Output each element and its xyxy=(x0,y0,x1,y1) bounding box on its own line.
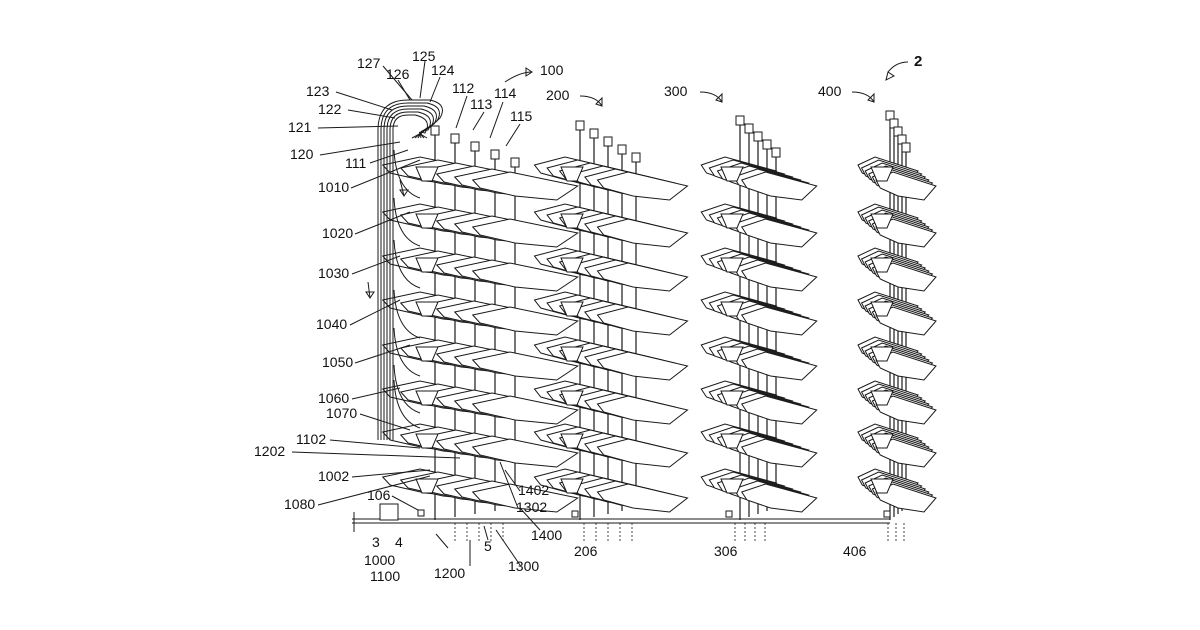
tray-sheet xyxy=(742,439,817,467)
label-1020: 1020 xyxy=(322,225,353,241)
post-cap xyxy=(745,124,753,133)
label-1000: 1000 xyxy=(364,552,395,568)
label-112: 112 xyxy=(452,80,475,96)
post-cap xyxy=(511,158,519,167)
label-120: 120 xyxy=(290,146,314,162)
base-marker xyxy=(572,511,578,517)
leader-line xyxy=(420,61,425,98)
tray-sheet xyxy=(742,219,817,247)
post-cap xyxy=(590,129,598,138)
leader-line xyxy=(320,142,400,155)
tray-sheet xyxy=(742,352,817,380)
tray-sheet xyxy=(598,439,688,467)
label-1040: 1040 xyxy=(316,316,347,332)
label-1010: 1010 xyxy=(318,179,349,195)
arrowhead xyxy=(886,72,894,80)
label-1030: 1030 xyxy=(318,265,349,281)
label-123: 123 xyxy=(306,83,330,99)
label-1300: 1300 xyxy=(508,558,539,574)
leader-line xyxy=(456,96,467,128)
label-115: 115 xyxy=(510,108,533,124)
post-cap xyxy=(604,137,612,146)
label-406: 406 xyxy=(843,543,867,559)
tray-sheet xyxy=(742,263,817,291)
base-marker xyxy=(418,510,424,516)
label-4: 4 xyxy=(395,534,403,550)
tray-sheet xyxy=(598,484,688,512)
label-5: 5 xyxy=(484,538,492,554)
label-tower-400: 400 xyxy=(818,83,842,99)
tray-sheet xyxy=(598,307,688,335)
leader-line xyxy=(336,92,392,110)
label-tower-100: 100 xyxy=(540,62,564,78)
leader-line xyxy=(318,126,398,128)
tray-sheet xyxy=(598,352,688,380)
post-cap xyxy=(736,116,744,125)
post-cap xyxy=(431,126,439,135)
tray-sheet xyxy=(742,172,817,200)
arrowhead xyxy=(400,190,408,196)
label-1002: 1002 xyxy=(318,468,349,484)
post-cap xyxy=(618,145,626,154)
label-127: 127 xyxy=(357,55,381,71)
label-tower-300: 300 xyxy=(664,83,688,99)
label-1100: 1100 xyxy=(370,568,400,584)
leader-line xyxy=(506,124,520,146)
post-cap xyxy=(902,143,910,152)
label-1050: 1050 xyxy=(322,354,353,370)
post-cap xyxy=(471,142,479,151)
label-306: 306 xyxy=(714,543,738,559)
label-1302: 1302 xyxy=(516,499,547,515)
label-1060: 1060 xyxy=(318,390,349,406)
label-113: 113 xyxy=(470,96,493,112)
leader-line xyxy=(430,77,440,102)
label-126: 126 xyxy=(386,66,410,82)
post-cap xyxy=(763,140,771,149)
tray-sheet xyxy=(598,172,688,200)
tray-sheet xyxy=(598,396,688,424)
label-tower-200: 200 xyxy=(546,87,570,103)
label-3: 3 xyxy=(372,534,380,550)
label-114: 114 xyxy=(494,85,517,101)
leader-line xyxy=(398,80,410,100)
label-1202: 1202 xyxy=(254,443,285,459)
tray-sheet xyxy=(598,219,688,247)
leader-line xyxy=(360,414,410,430)
label-122: 122 xyxy=(318,101,342,117)
label-1080: 1080 xyxy=(284,496,315,512)
tray-sheet xyxy=(598,263,688,291)
label-figure-number: 2 xyxy=(914,53,922,70)
label-206: 206 xyxy=(574,543,598,559)
leader-line xyxy=(473,112,484,130)
label-124: 124 xyxy=(431,62,455,78)
tray-sheet xyxy=(742,307,817,335)
post-cap xyxy=(491,150,499,159)
post-cap xyxy=(754,132,762,141)
label-1102: 1102 xyxy=(296,431,326,447)
label-1400: 1400 xyxy=(531,527,562,543)
base-marker xyxy=(884,511,890,517)
base-marker xyxy=(726,511,732,517)
tray-sheet xyxy=(742,396,817,424)
post-cap xyxy=(576,121,584,130)
leader-line xyxy=(436,534,448,548)
base-box xyxy=(380,504,398,520)
label-1070: 1070 xyxy=(326,405,357,421)
post-cap xyxy=(772,148,780,157)
label-121: 121 xyxy=(288,119,312,135)
post-cap xyxy=(451,134,459,143)
arrow-2 xyxy=(888,62,908,72)
label-1200: 1200 xyxy=(434,565,465,581)
label-111: 111 xyxy=(345,155,366,171)
label-1402: 1402 xyxy=(518,482,549,498)
label-106: 106 xyxy=(367,487,391,503)
tray-sheet xyxy=(742,484,817,512)
post-cap xyxy=(632,153,640,162)
arrow-100 xyxy=(505,72,532,82)
